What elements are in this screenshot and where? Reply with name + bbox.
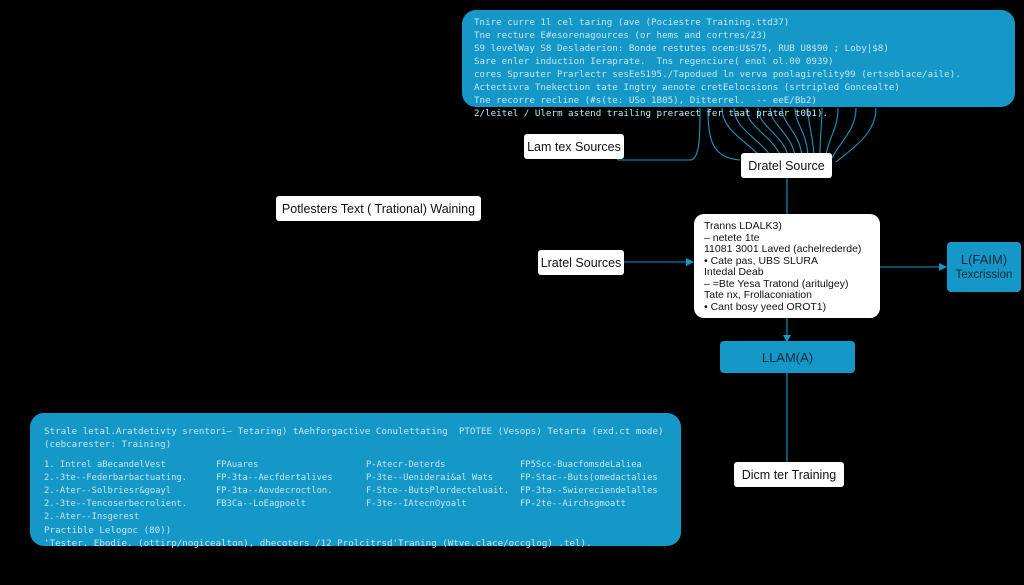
- bottom-column-1: 1. Intrel aBecandelVest 2.-3te--Federbar…: [44, 459, 216, 524]
- top-code-panel: Tnire curre 1l cel taring (ave (Pociestr…: [462, 10, 1015, 119]
- top-panel-line: Sare enler induction Ieraprate. Tns rege…: [474, 56, 834, 67]
- bottom-item: FP-2te--Airchsgmoatt: [520, 499, 626, 509]
- bottom-item: 2.-3te--Federbarbactuating.: [44, 473, 187, 483]
- top-panel-line: Tne recture E#esorenagources (or hems an…: [474, 30, 768, 41]
- bottom-item: F-3te--IAtecnOyoalt: [366, 499, 467, 509]
- top-panel-line: 2/leitel / Ulerm astend trailing preraec…: [474, 108, 829, 119]
- top-panel-line: Tne recorre recline (#s(te: USo 1B05), D…: [474, 95, 817, 106]
- lfaim-subtitle: Texcrission: [955, 268, 1013, 281]
- connector-fan-4: [733, 107, 771, 156]
- bottom-item: FP-Stac--Buts(omedactalies: [520, 473, 658, 483]
- bottom-item: 1. Intrel aBecandelVest: [44, 460, 166, 470]
- trans-box-line: • Cate pas, UBS SLURA: [704, 254, 818, 267]
- potlesters-text-label: Potlesters Text ( Trational) Waining: [276, 196, 481, 221]
- top-panel-line: cores Sprauter Prarlectr sesEeS195./Tapo…: [474, 69, 961, 80]
- connector-fan-3: [721, 107, 761, 157]
- trans-box-line: Intedal Deab: [704, 266, 764, 278]
- llama-box: LLAM(A): [720, 341, 855, 373]
- trans-box-line: – =Bte Yesa Tratond (aritulgey): [704, 277, 849, 290]
- bottom-item: 2.-Ater--Solbriesr&goayl: [44, 486, 172, 496]
- lfaim-title: L(FAIM): [960, 251, 1008, 267]
- trans-box-line: 11081 3001 Laved (achelrederde): [704, 243, 862, 255]
- bottom-panel-footer: 'Tester. Ebodie. (ottirp/nogicealton), d…: [44, 538, 592, 549]
- bottom-item: 2.-Ater--Insgerest: [44, 512, 140, 522]
- bottom-column-3: P-Atecr-Deterds P-3te--Ueniderai&al Wats…: [366, 459, 520, 524]
- trans-box-line: – netete 1te: [704, 231, 760, 244]
- bottom-item: FP-3ta--Aecfdertalives: [216, 473, 333, 483]
- top-panel-line: S9 levelWay S8 Desladerion: Bonde restut…: [474, 43, 889, 54]
- latral-sources-label: Lratel Sources: [538, 250, 624, 275]
- bottom-item: 2.-3te--Tencoserbecrolient.: [44, 499, 187, 509]
- connector-fan-14: [835, 107, 877, 163]
- connector-fan-13: [831, 107, 857, 159]
- trans-box-line: Tate nx, Frollaconiation: [704, 289, 812, 301]
- lam-tex-sources-label: Lam tex Sources: [524, 134, 624, 159]
- arrowhead-trans-left: [686, 258, 694, 266]
- top-panel-line: Tnire curre 1l cel taring (ave (Pociestr…: [474, 17, 790, 28]
- bottom-item: FP-3ta--Swiereciendelalles: [520, 486, 658, 496]
- connector-fan-5: [745, 107, 781, 156]
- bottom-item: P-Atecr-Deterds: [366, 460, 446, 470]
- dratel-source-label: Dratel Source: [741, 153, 832, 178]
- dicm-training-label: Dicm ter Training: [734, 462, 844, 487]
- connector-fan-1: [617, 107, 701, 161]
- connector-fan-12: [825, 107, 839, 157]
- connector-fan-2: [707, 107, 741, 161]
- arrowhead-lfaim: [939, 263, 947, 271]
- bottom-panel-header: Strale letal.Aratdetivty srentori– Tetar…: [44, 426, 664, 437]
- trans-details-box: Tranns LDALK3) – netete 1te 11081 3001 L…: [694, 214, 880, 318]
- bottom-item: FP-3ta--Aovdecroctlon.: [216, 486, 333, 496]
- connector-fan-6: [757, 107, 789, 156]
- top-panel-line: Actectivra Tnekection tate Ingtry aenote…: [474, 82, 900, 93]
- bottom-item: P-3te--Ueniderai&al Wats: [366, 473, 494, 483]
- bottom-panel-columns: 1. Intrel aBecandelVest 2.-3te--Federbar…: [44, 459, 681, 524]
- bottom-column-2: FPAuares FP-3ta--Aecfdertalives FP-3ta--…: [216, 459, 366, 524]
- bottom-column-4: FP5Scc-BuacfomsdeLaliea FP-Stac--Buts(om…: [520, 459, 680, 524]
- bottom-item: FPAuares: [216, 460, 259, 470]
- lfaim-box: L(FAIM) Texcrission: [947, 242, 1021, 292]
- bottom-code-panel: Strale letal.Aratdetivty srentori– Tetar…: [30, 413, 681, 549]
- bottom-panel-footer: Practible Lelogoc (80)): [44, 525, 172, 536]
- connector-fan-8: [781, 107, 803, 156]
- connector-fan-10: [807, 107, 815, 156]
- bottom-panel-subheader: (cebcarester: Training): [44, 439, 172, 450]
- bottom-item: FB3Ca--LoEagpoelt: [216, 499, 307, 509]
- connector-fan-11: [819, 107, 823, 156]
- trans-box-line: Tranns LDALK3): [704, 220, 782, 232]
- trans-box-line: • Cant bosy yeed OROT1): [704, 300, 827, 313]
- bottom-item: FP5Scc-BuacfomsdeLaliea: [520, 460, 642, 470]
- arrowhead-llama: [783, 335, 791, 342]
- bottom-item: F-Stce--ButsPlordecteluait.: [366, 486, 509, 496]
- connector-fan-9: [794, 107, 809, 156]
- connector-fan-7: [769, 107, 796, 156]
